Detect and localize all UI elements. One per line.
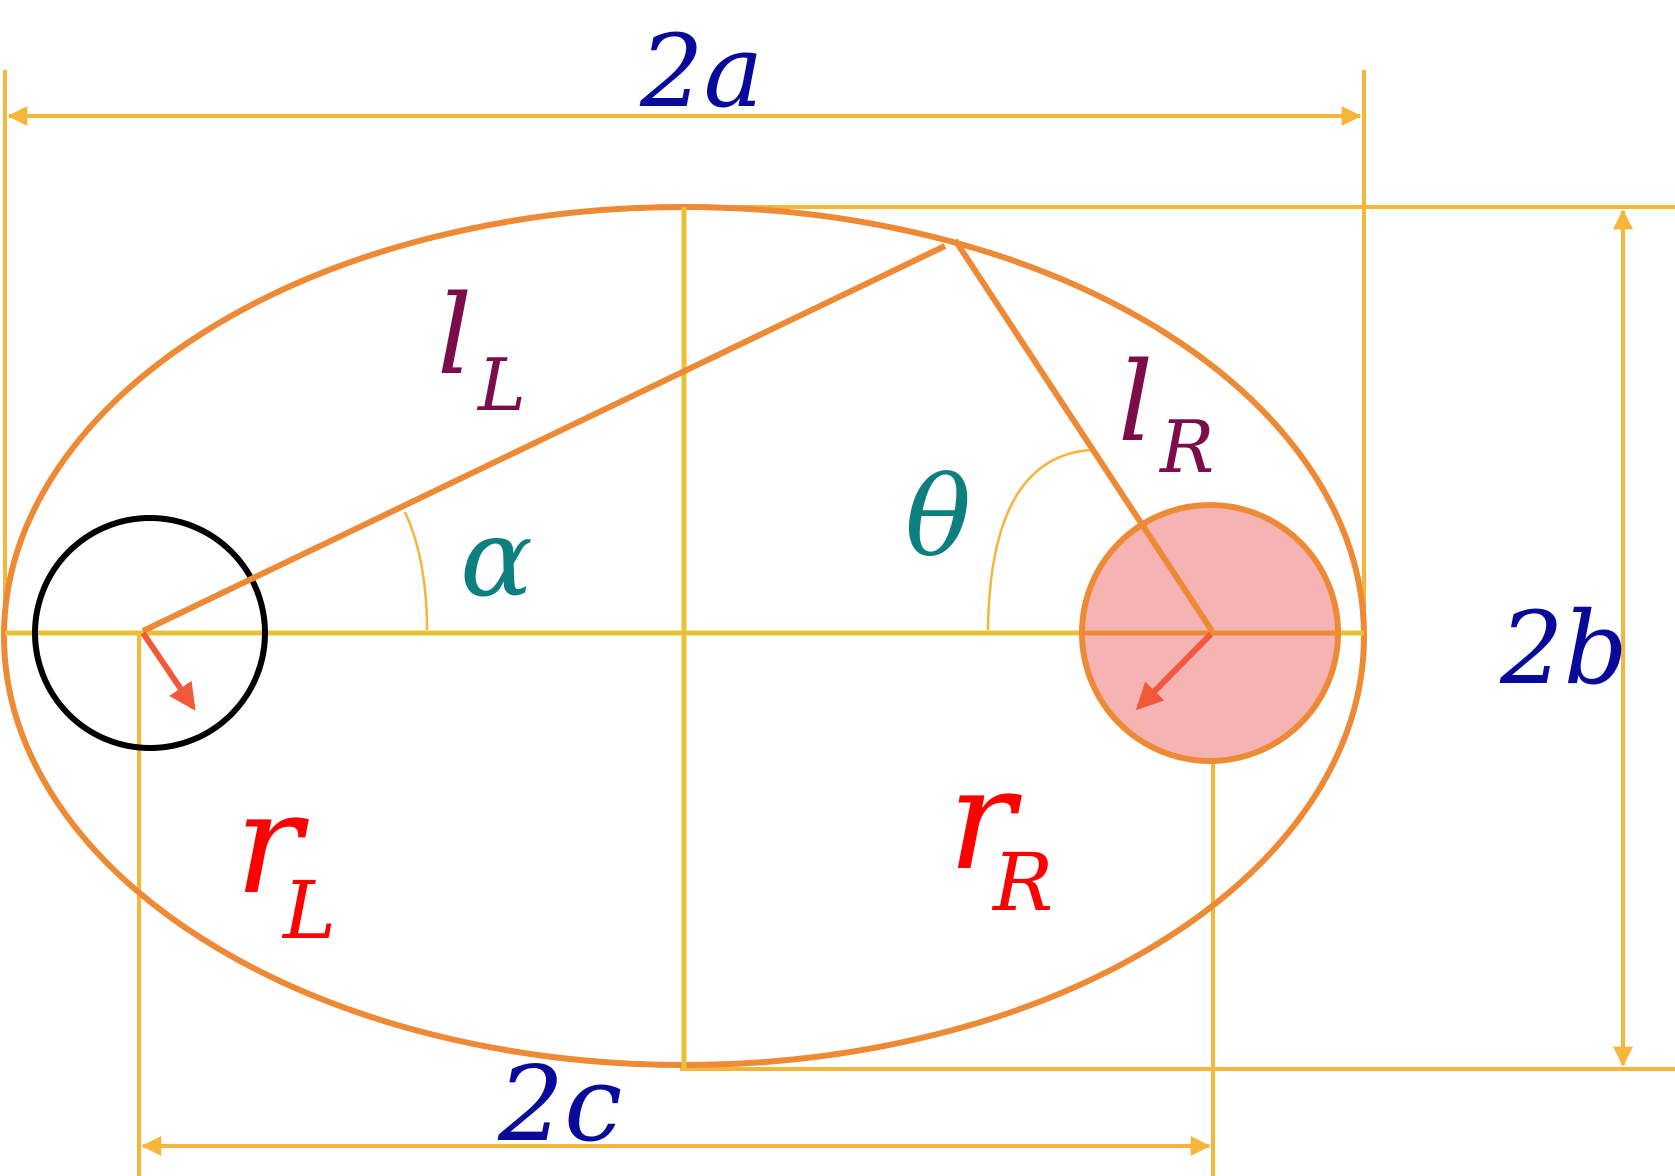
label-rL-main: r [235, 763, 309, 926]
focal-segments [141, 238, 1215, 634]
label-lL-main: l [437, 271, 472, 399]
label-lL-sub: L [476, 343, 526, 427]
label-lR-main: l [1118, 338, 1153, 466]
label-rR-main: r [948, 739, 1022, 902]
label-lR-sub: R [1158, 405, 1214, 489]
left-radius-arrow [140, 631, 196, 711]
label-2b: 2b [1499, 590, 1628, 707]
label-rR-sub: R [991, 836, 1053, 929]
label-2c: 2c [497, 1043, 622, 1165]
dimension-lines [3, 70, 1675, 1176]
label-theta: θ [905, 453, 971, 581]
angle-arcs [403, 448, 1091, 631]
right-radius-arrow [1135, 631, 1214, 711]
label-rL-sub: L [281, 864, 336, 957]
angle-arc-alpha [403, 511, 429, 631]
left-segment-lL [141, 243, 947, 634]
label-2a: 2a [639, 13, 763, 130]
radius-arrows [140, 631, 1214, 711]
angle-arc-theta [986, 448, 1091, 631]
left-circle [32, 515, 268, 751]
right-segment-lR [952, 238, 1215, 633]
label-alpha: α [460, 496, 533, 621]
